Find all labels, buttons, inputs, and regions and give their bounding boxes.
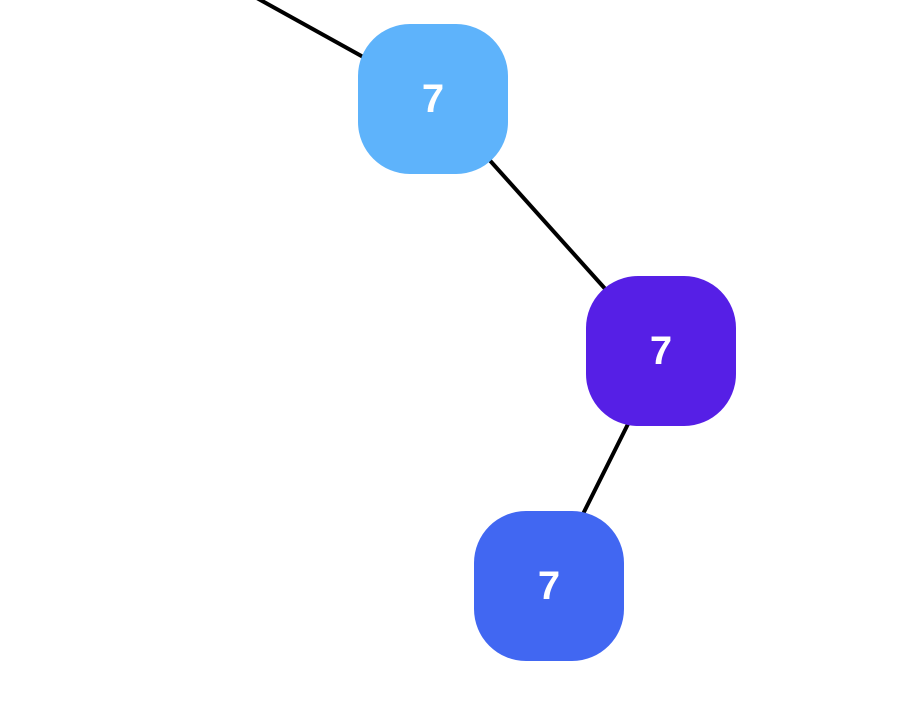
tree-node-middle: 7 <box>586 276 736 426</box>
edge-mid-to-bottom <box>580 423 630 517</box>
tree-node-top: 7 <box>358 24 508 174</box>
edge-parent-to-top <box>256 0 366 60</box>
tree-node-bottom: 7 <box>474 511 624 661</box>
edge-top-to-mid <box>483 153 610 294</box>
node-value-label: 7 <box>421 77 445 121</box>
node-value-label: 7 <box>537 564 561 608</box>
node-value-label: 7 <box>649 329 673 373</box>
